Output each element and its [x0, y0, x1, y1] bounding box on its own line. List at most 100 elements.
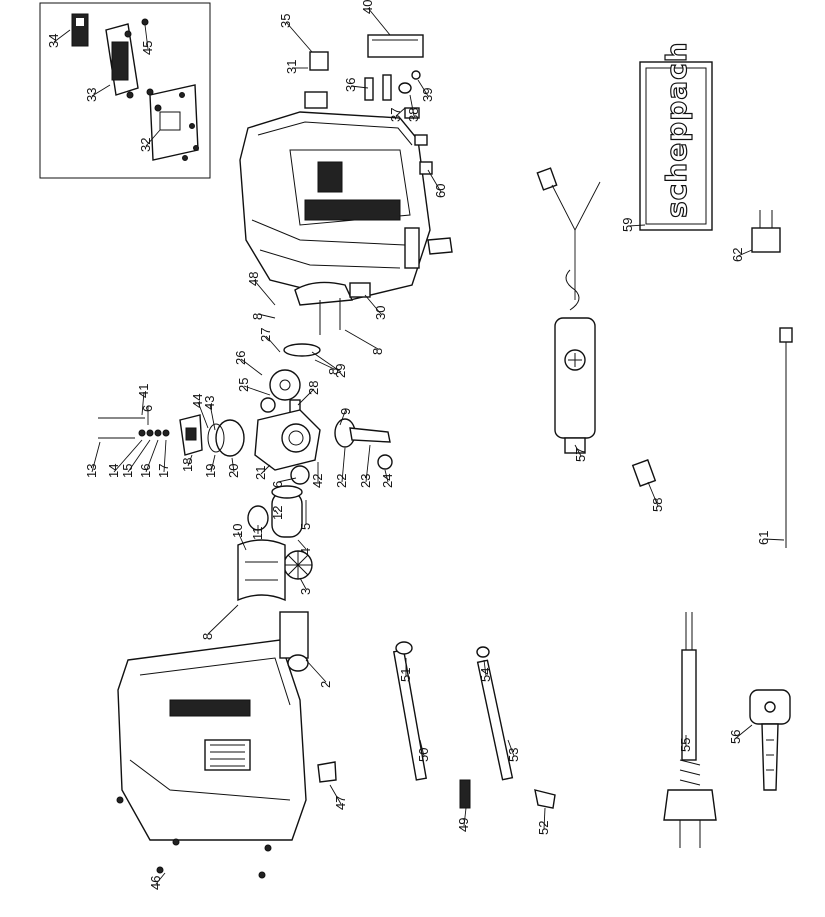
gasket-part-29 — [283, 343, 321, 357]
callout-number: 47 — [333, 796, 348, 810]
callout-50: 50 — [416, 739, 431, 762]
button-part-34 — [71, 13, 89, 47]
callout-leader-line — [141, 391, 145, 416]
callout-number: 9 — [338, 408, 353, 415]
callout-54: 54 — [478, 659, 493, 682]
callout-13: 13 — [84, 441, 101, 478]
upper-housing — [239, 111, 431, 301]
callout-leader-line — [285, 21, 313, 53]
callout-number: 41 — [136, 384, 151, 398]
callout-58: 58 — [647, 481, 665, 512]
callout-leader-line — [350, 85, 369, 89]
shroud-part-10 — [237, 539, 286, 602]
compressor-assembly — [98, 281, 393, 602]
callout-35: 35 — [278, 14, 313, 53]
callout-number: 6 — [270, 481, 285, 488]
callout-31: 31 — [284, 60, 308, 74]
callout-42: 42 — [310, 462, 325, 488]
callout-9: 9 — [338, 408, 353, 426]
callout-number: 40 — [360, 0, 375, 14]
callout-3: 3 — [298, 577, 313, 595]
callout-20: 20 — [226, 457, 241, 478]
callout-leader-line — [163, 439, 167, 473]
callout-number: 29 — [333, 364, 348, 378]
callout-number: 35 — [278, 14, 293, 28]
callout-52: 52 — [536, 807, 551, 835]
callout-19: 19 — [203, 454, 218, 478]
cylinder-part-20 — [215, 419, 245, 457]
cylinder-head-part-30 — [294, 281, 371, 335]
callout-number: 24 — [380, 474, 395, 488]
callout-8: 8 — [200, 604, 239, 640]
callout-33: 33 — [84, 84, 111, 102]
callout-37: 37 — [388, 108, 406, 122]
callout-2: 2 — [305, 659, 333, 688]
callout-number: 34 — [46, 34, 61, 48]
callout-40: 40 — [360, 0, 391, 36]
callout-number: 8 — [250, 313, 265, 320]
callout-number: 23 — [358, 474, 373, 488]
part-31 — [309, 51, 329, 71]
part-2 — [279, 611, 309, 659]
motor-part-4 — [271, 485, 303, 538]
callout-24: 24 — [380, 469, 395, 488]
callout-number: 8 — [326, 368, 341, 375]
callout-number: 38 — [406, 108, 421, 122]
callout-number: 15 — [120, 464, 135, 478]
callout-10: 10 — [230, 524, 247, 551]
callout-8: 8 — [344, 329, 385, 355]
callout-leader-line — [763, 538, 785, 541]
callout-53: 53 — [506, 739, 521, 762]
callout-57: 57 — [573, 444, 588, 462]
callout-49: 49 — [456, 807, 471, 832]
callout-leader-line — [364, 294, 382, 315]
callout-5: 5 — [298, 500, 313, 530]
callout-number: 48 — [246, 272, 261, 286]
callout-leader-line — [344, 329, 379, 350]
callout-number: 32 — [138, 138, 153, 152]
callout-leader-line — [155, 872, 166, 885]
callout-number: 17 — [156, 464, 171, 478]
callout-number: 5 — [298, 523, 313, 530]
cable-tie-part-61 — [779, 327, 793, 548]
callout-leader-line — [463, 807, 467, 827]
callout-leader-line — [507, 739, 515, 757]
callout-23: 23 — [358, 444, 373, 488]
callout-number: 39 — [420, 88, 435, 102]
ring-part-19 — [207, 423, 225, 453]
callout-leader-line — [240, 358, 263, 376]
callout-number: 58 — [650, 498, 665, 512]
callout-6: 6 — [270, 477, 297, 488]
screws-part-46 — [116, 796, 272, 879]
callout-number: 22 — [334, 474, 349, 488]
car-socket-cable-part-57 — [536, 167, 601, 454]
callout-leader-line — [574, 444, 582, 457]
callout-leader-line — [145, 129, 161, 147]
callout-59: 59 — [620, 218, 646, 232]
callout-leader-line — [53, 29, 71, 43]
callout-36: 36 — [343, 78, 369, 92]
callout-60: 60 — [427, 169, 448, 198]
callout-number: 44 — [190, 394, 205, 408]
gear-part-25 — [269, 369, 301, 401]
callout-number: 31 — [284, 60, 299, 74]
callout-leader-line — [311, 351, 342, 373]
callout-number: 30 — [373, 306, 388, 320]
control-panel-part-33 — [105, 23, 162, 112]
callout-leader-line — [409, 94, 415, 117]
callout-number: 33 — [84, 88, 99, 102]
callout-51: 51 — [398, 658, 413, 682]
callout-leader-line — [305, 659, 327, 683]
callout-number: 6 — [140, 405, 155, 412]
callout-number: 11 — [250, 527, 265, 541]
callout-leader-line — [341, 447, 346, 483]
callout-number: 4 — [298, 548, 313, 555]
callout-number: 54 — [478, 668, 493, 682]
callout-number: 13 — [84, 464, 99, 478]
callout-21: 21 — [253, 464, 271, 480]
callout-47: 47 — [329, 784, 348, 810]
callout-leader-line — [314, 359, 335, 370]
callout-number: 2 — [318, 681, 333, 688]
